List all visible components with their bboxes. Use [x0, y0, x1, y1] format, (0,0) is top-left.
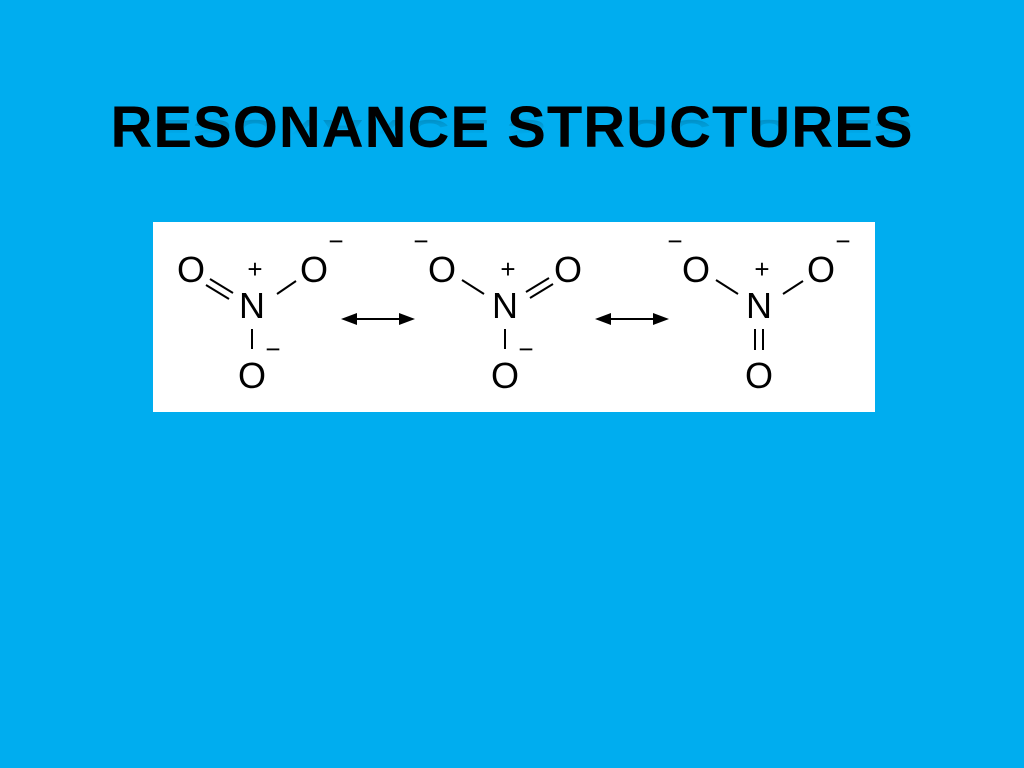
bond-double-top-right-b — [529, 283, 554, 299]
atom-nitrogen: N — [746, 285, 772, 326]
resonance-arrow-1 — [341, 313, 415, 325]
atom-oxygen-bottom: O — [238, 355, 266, 396]
bond-single-top-right — [276, 280, 297, 295]
charge-oxygen-bottom: − — [265, 334, 280, 364]
atom-oxygen-top-left: O — [428, 249, 456, 290]
charge-oxygen-top-left: − — [667, 226, 682, 256]
resonance-arrow-2 — [595, 313, 669, 325]
arrow-head-right — [399, 313, 415, 325]
atom-oxygen-top-right: O — [807, 249, 835, 290]
arrow-head-left — [341, 313, 357, 325]
charge-nitrogen: + — [754, 254, 769, 284]
bond-double-top-left-b — [205, 284, 230, 300]
charge-nitrogen: + — [500, 254, 515, 284]
charge-oxygen-top-right: − — [835, 226, 850, 256]
atom-nitrogen: N — [492, 285, 518, 326]
atom-oxygen-top-left: O — [682, 249, 710, 290]
bond-double-top-left-a — [209, 278, 234, 294]
bond-single-top-left — [461, 279, 485, 295]
structure-2: O O N O + − − — [413, 226, 582, 396]
atom-nitrogen: N — [239, 285, 265, 326]
resonance-figure: O O N O + − − O O N O + − — [153, 222, 875, 412]
structure-1: O O N O + − − — [177, 226, 344, 396]
bond-double-top-right-a — [525, 277, 550, 293]
charge-oxygen-top-left: − — [413, 226, 428, 256]
atom-oxygen-top-right: O — [554, 249, 582, 290]
bond-single-top-right — [782, 280, 804, 295]
resonance-diagram: O O N O + − − O O N O + − — [177, 226, 851, 396]
atom-oxygen-top-left: O — [177, 249, 205, 290]
charge-nitrogen: + — [247, 254, 262, 284]
slide-title: RESONANCE STRUCTURES — [110, 95, 914, 160]
atom-oxygen-top-right: O — [300, 249, 328, 290]
atom-oxygen-bottom: O — [745, 355, 773, 396]
atom-oxygen-bottom: O — [491, 355, 519, 396]
bond-single-top-left — [715, 279, 739, 295]
structure-3: O O N O + − − — [667, 226, 850, 396]
arrow-head-right — [653, 313, 669, 325]
charge-oxygen-top-right: − — [328, 226, 343, 256]
charge-oxygen-bottom: − — [518, 334, 533, 364]
arrow-head-left — [595, 313, 611, 325]
